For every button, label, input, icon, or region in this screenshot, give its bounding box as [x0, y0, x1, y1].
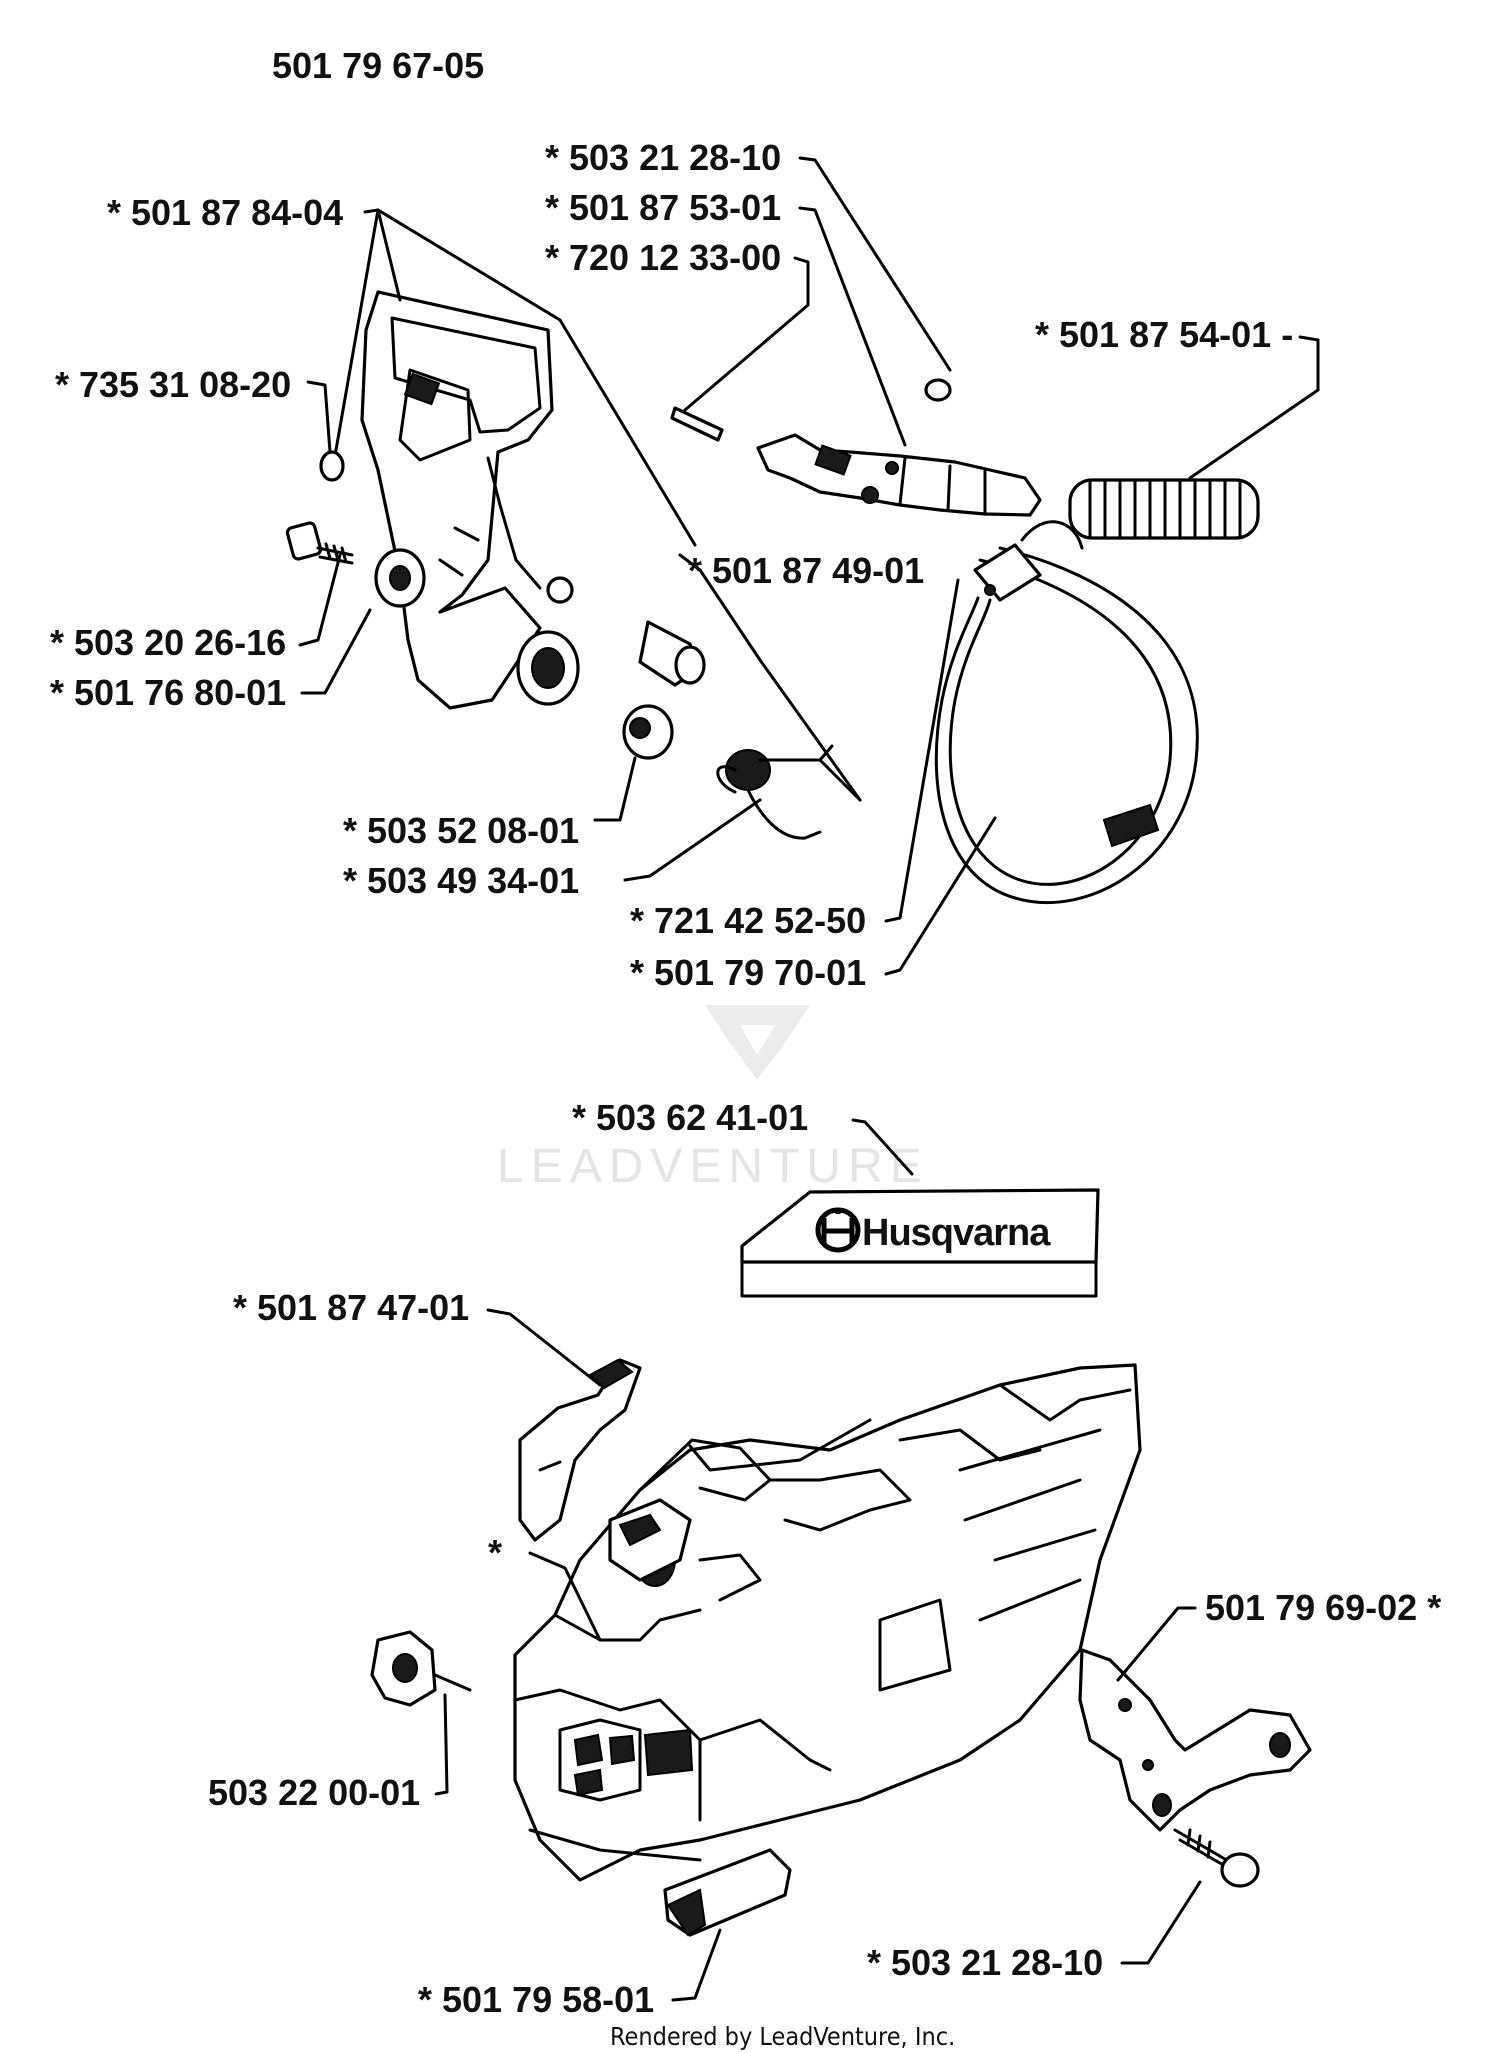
torsion-spring-part	[716, 744, 862, 840]
part-number-label: * 501 79 58-01	[418, 1979, 654, 2020]
washer-part	[374, 548, 426, 608]
lower-assembly	[370, 1358, 1312, 1937]
footer-credit: Rendered by LeadVenture, Inc.	[610, 2022, 955, 2051]
chain-guide-plate-part	[1078, 1648, 1312, 1832]
part-number-labels: * 503 21 28-10 * 501 87 53-01 * 720 12 3…	[50, 137, 1441, 2020]
bushing-part	[622, 704, 674, 760]
part-number-label: * 503 20 26-16	[50, 622, 286, 663]
part-number-label: * 501 79 70-01	[630, 952, 866, 993]
husqvarna-brand-text: Husqvarna	[862, 1212, 1051, 1254]
husqvarna-logo-icon	[815, 1207, 861, 1253]
screw-part	[285, 521, 354, 565]
watermark-logo-icon	[705, 1005, 810, 1080]
link-rod-part	[670, 406, 724, 442]
part-number-label: * 501 87 54-01 -	[1035, 314, 1293, 355]
part-number-label: * 735 31 08-20	[55, 364, 291, 405]
chain-catcher-part	[518, 1358, 642, 1542]
watermark-text: LEADVENTURE	[497, 1140, 929, 1193]
nut-part	[319, 450, 345, 482]
part-number-label: * 720 12 33-00	[545, 237, 781, 278]
part-number-label: * 501 87 84-04	[107, 192, 343, 233]
part-number-label: 503 22 00-01	[208, 1772, 420, 1813]
part-number-label: * 503 49 34-01	[343, 860, 579, 901]
bar-nut-part	[370, 1630, 472, 1707]
leader-lines	[298, 156, 1320, 2002]
chain-brake-handle-part	[360, 290, 580, 710]
compression-spring-part	[1068, 478, 1260, 540]
part-number-label: * 503 52 08-01	[343, 810, 579, 851]
part-number-label: * 503 21 28-10	[867, 1942, 1103, 1983]
clutch-cover-part	[513, 1363, 1142, 1882]
upper-assembly	[285, 290, 1260, 904]
part-number-label: * 501 87 47-01	[233, 1287, 469, 1328]
watermark: LEADVENTURE	[497, 1005, 929, 1193]
part-number-label: * 501 87 53-01	[545, 187, 781, 228]
part-number-label: 501 79 69-02 *	[1205, 1587, 1441, 1628]
brake-lever-part	[756, 433, 1042, 517]
brake-band-part	[934, 520, 1199, 904]
part-number-label: * 503 62 41-01	[572, 1097, 808, 1138]
sleeve-part	[638, 620, 706, 687]
husqvarna-decal-part: Husqvarna	[740, 1188, 1100, 1298]
screw-small-part	[924, 378, 952, 402]
part-number-label: * 721 42 52-50	[630, 900, 866, 941]
assembly-number: 501 79 67-05	[272, 45, 484, 86]
part-number-label: * 501 87 49-01	[688, 550, 924, 591]
part-number-label: * 503 21 28-10	[545, 137, 781, 178]
part-number-label: * 501 76 80-01	[50, 672, 286, 713]
screw-lower-part	[1173, 1828, 1260, 1888]
part-number-label: *	[488, 1532, 502, 1573]
guide-pad-part	[663, 1848, 792, 1937]
